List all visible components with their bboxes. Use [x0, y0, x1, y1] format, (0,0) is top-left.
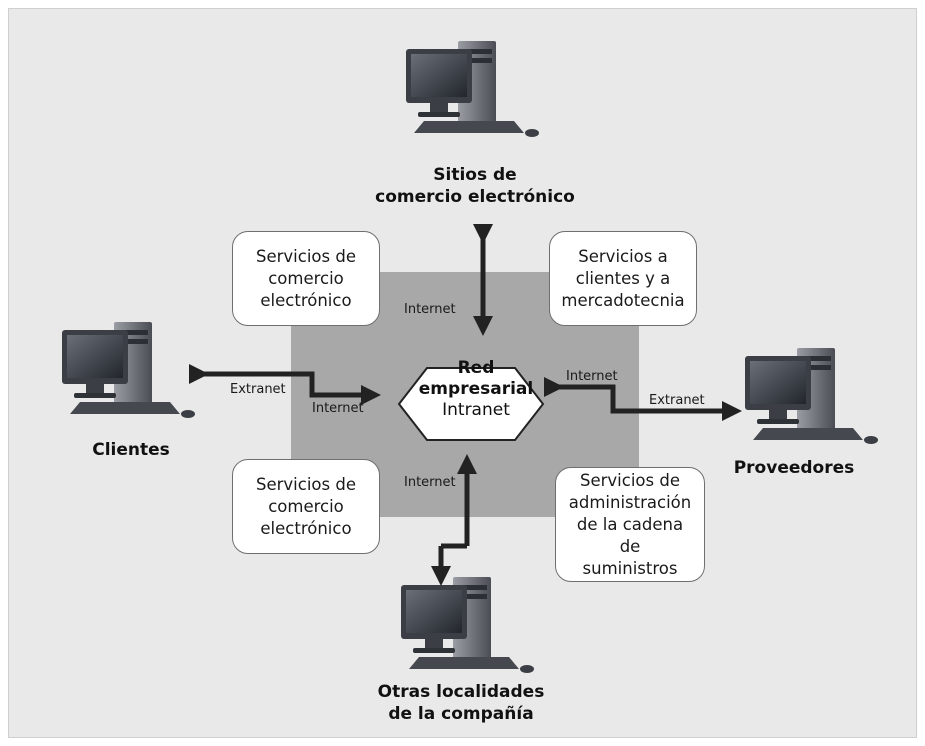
box-bottom-left: Servicios de comercio electrónico	[232, 459, 380, 554]
center-node: Red empresarial Intranet	[401, 358, 551, 421]
link-label-left-extranet: Extranet	[230, 382, 286, 397]
link-label-right-internet: Internet	[566, 369, 618, 384]
link-label-bottom-internet: Internet	[404, 475, 456, 490]
node-title-left: Clientes	[92, 440, 170, 460]
computer-right-icon	[745, 348, 878, 444]
computer-left-icon	[62, 322, 195, 418]
link-label-top-internet: Internet	[404, 302, 456, 317]
arrow-right	[544, 377, 743, 421]
node-title-right: Proveedores	[733, 458, 855, 478]
diagram-canvas: Servicios de comercio electrónico Servic…	[8, 8, 917, 738]
center-subtitle: Intranet	[442, 400, 510, 420]
node-title-bottom: Otras localidades de la compañía	[377, 682, 545, 724]
computer-bottom-icon	[401, 577, 534, 673]
box-top-left: Servicios de comercio electrónico	[232, 231, 380, 326]
computer-top-icon	[406, 41, 539, 137]
center-hexagon	[397, 367, 545, 441]
center-title: Red empresarial	[418, 358, 534, 399]
node-title-top: Sitios de comercio electrónico	[375, 165, 575, 207]
box-top-right: Servicios a clientes y a mercadotecnia	[549, 231, 697, 326]
link-label-left-internet: Internet	[312, 401, 364, 416]
box-bottom-right: Servicios de administración de la cadena…	[555, 467, 705, 582]
link-label-right-extranet: Extranet	[649, 393, 705, 408]
arrow-left	[189, 364, 382, 405]
